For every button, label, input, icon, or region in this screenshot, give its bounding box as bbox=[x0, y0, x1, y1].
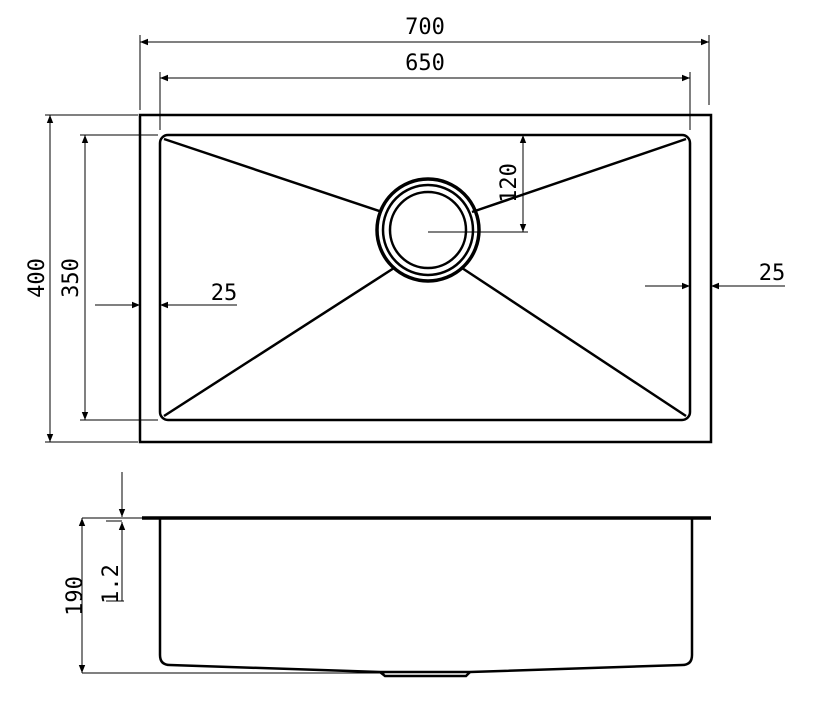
side-view bbox=[120, 516, 711, 678]
dimension-outer-depth: 400 bbox=[25, 114, 138, 443]
label-400: 400 bbox=[25, 258, 50, 298]
label-350: 350 bbox=[59, 258, 84, 298]
dimension-bowl-height: 190 bbox=[63, 517, 385, 674]
dimension-inner-depth: 350 bbox=[59, 134, 158, 421]
drain-hole bbox=[375, 177, 481, 283]
label-700: 700 bbox=[405, 15, 445, 40]
label-25-left: 25 bbox=[211, 281, 238, 306]
dimension-left-rim: 25 bbox=[95, 281, 238, 309]
label-650: 650 bbox=[405, 51, 445, 76]
dimension-drain-offset: 120 bbox=[428, 135, 528, 233]
label-120: 120 bbox=[497, 163, 522, 203]
inner-bowl bbox=[158, 133, 692, 422]
drainage-slopes bbox=[163, 137, 687, 418]
dimension-thickness: 1.2 bbox=[99, 472, 126, 604]
label-1-2: 1.2 bbox=[99, 564, 124, 604]
label-25-right: 25 bbox=[759, 261, 786, 286]
dimension-right-rim: 25 bbox=[645, 261, 786, 290]
dimension-outer-width: 700 bbox=[139, 15, 710, 110]
dimension-inner-width: 650 bbox=[159, 51, 691, 130]
top-view bbox=[138, 113, 713, 444]
label-190: 190 bbox=[63, 576, 88, 616]
outer-rim bbox=[138, 113, 713, 444]
